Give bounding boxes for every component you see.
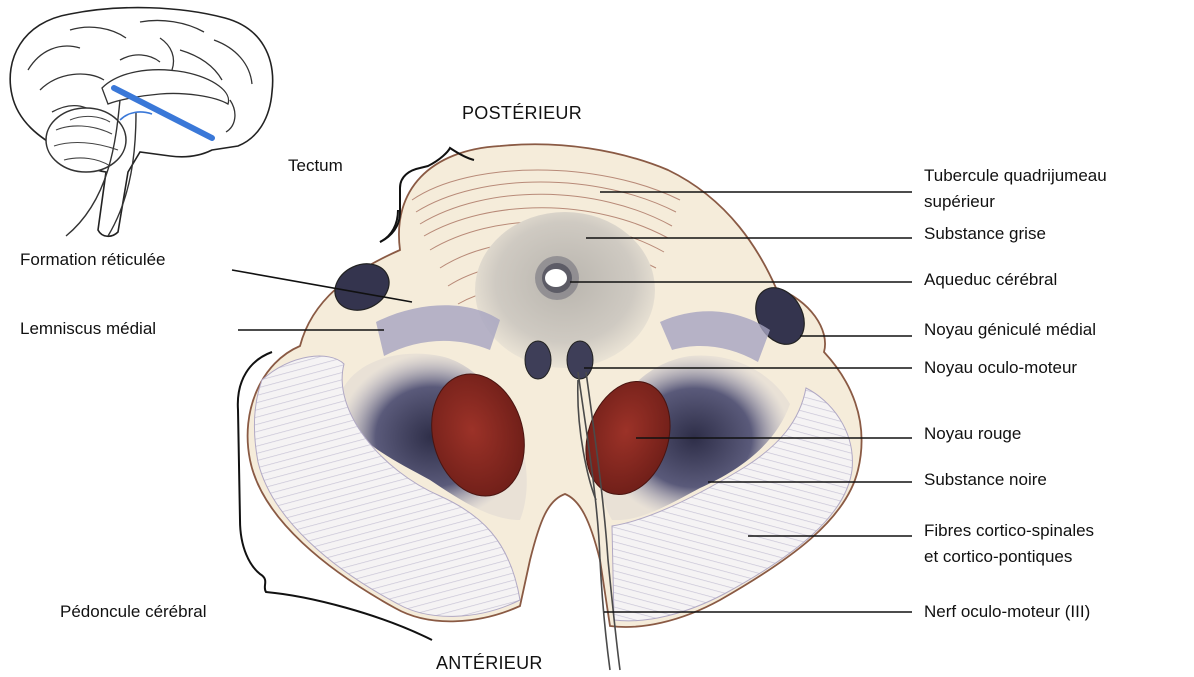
label-pedoncule-cerebral: Pédoncule cérébral [60, 600, 206, 623]
inset-brain-sagittal [10, 8, 272, 237]
label-noyau-oculo-moteur: Noyau oculo-moteur [924, 356, 1077, 379]
label-substance-grise: Substance grise [924, 222, 1046, 245]
oculomotor-nucleus-right [567, 341, 593, 379]
aqueduct [535, 256, 579, 300]
label-tectum: Tectum [288, 154, 343, 177]
label-formation-reticulee: Formation réticulée [20, 248, 166, 271]
label-noyau-rouge: Noyau rouge [924, 422, 1021, 445]
midbrain-cross-section [248, 144, 862, 670]
label-lemniscus-medial: Lemniscus médial [20, 317, 156, 340]
label-tubercule-quadrijumeau: Tubercule quadrijumeau [924, 164, 1107, 187]
label-substance-noire: Substance noire [924, 468, 1047, 491]
label-nerf-oculo-moteur: Nerf oculo-moteur (III) [924, 600, 1090, 623]
label-fibres-cortico-spinales: Fibres cortico-spinales [924, 519, 1094, 542]
anterior-label: ANTÉRIEUR [436, 652, 543, 675]
label-tubercule-superieur: supérieur [924, 190, 995, 213]
label-aqueduc-cerebral: Aqueduc cérébral [924, 268, 1057, 291]
label-fibres-cortico-pontiques: et cortico-pontiques [924, 545, 1072, 568]
label-noyau-genicule-medial: Noyau géniculé médial [924, 318, 1096, 341]
oculomotor-nucleus-left [525, 341, 551, 379]
posterior-label: POSTÉRIEUR [462, 102, 582, 125]
